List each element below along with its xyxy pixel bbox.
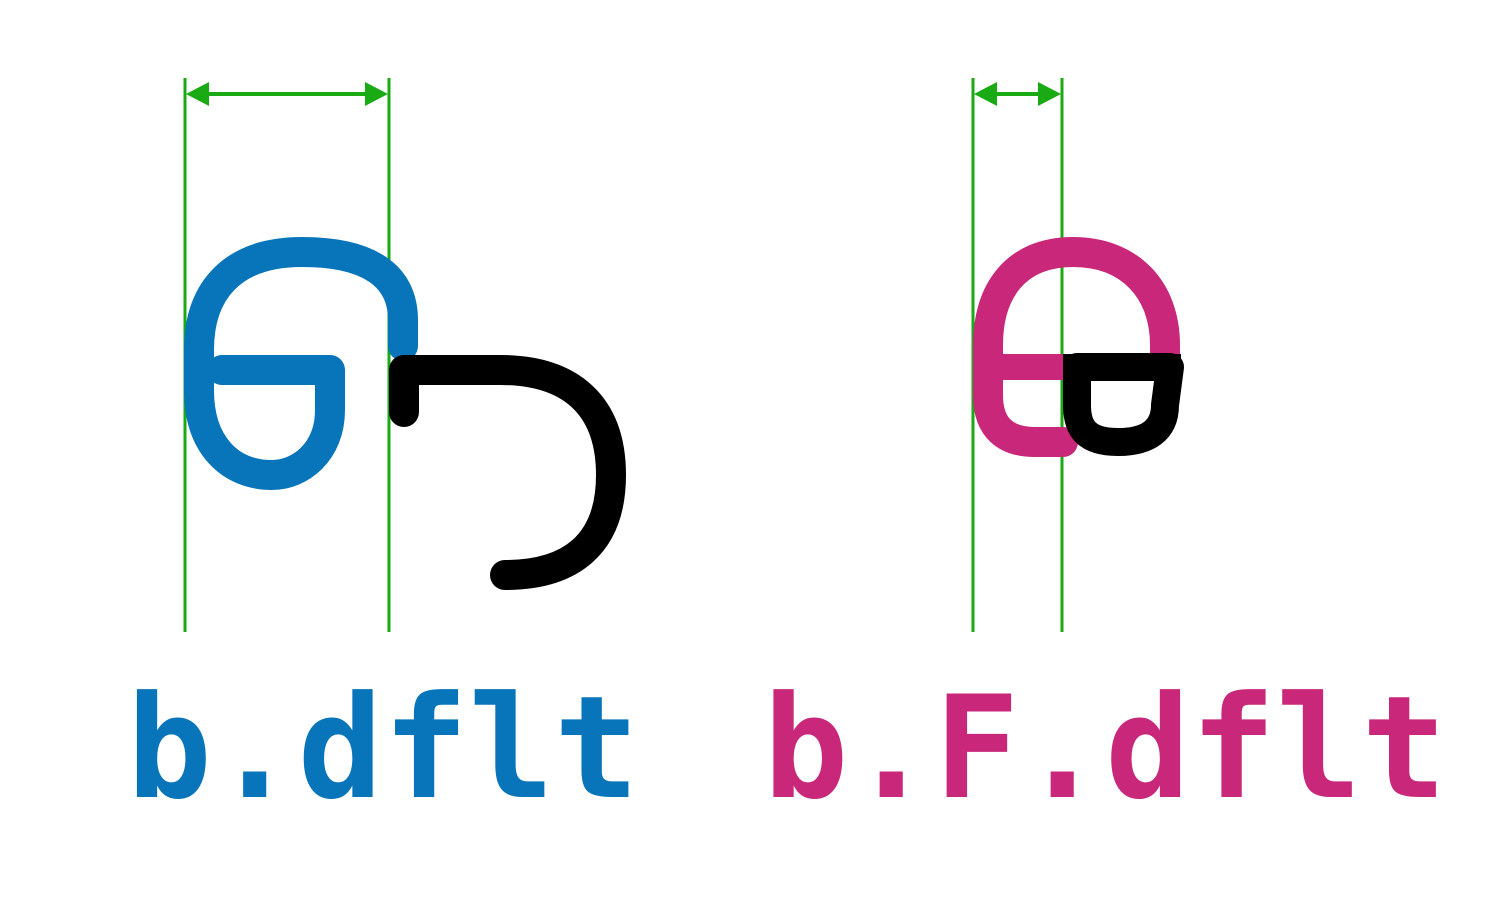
left-arrowhead-left (186, 82, 209, 106)
right-glyph-label: b.F.dflt (763, 666, 1447, 831)
left-panel: b.dflt (127, 78, 640, 831)
black-hook-stroke (389, 355, 626, 590)
left-arrowhead-right (365, 82, 388, 106)
blue-loop-glyph (184, 237, 418, 490)
magenta-loop-glyph (973, 237, 1180, 457)
right-width-arrow (974, 82, 1061, 106)
black-b-glyph (1063, 353, 1184, 456)
right-arrowhead-right (1038, 82, 1061, 106)
black-hook-glyph (389, 355, 626, 590)
left-width-arrow (186, 82, 388, 106)
blue-loop-stroke (184, 237, 418, 490)
left-glyph-label: b.dflt (127, 666, 640, 831)
right-arrowhead-left (974, 82, 997, 106)
right-panel: b.F.dflt (763, 78, 1447, 831)
black-b-stroke (1063, 353, 1184, 456)
magenta-loop-stroke (973, 237, 1180, 457)
